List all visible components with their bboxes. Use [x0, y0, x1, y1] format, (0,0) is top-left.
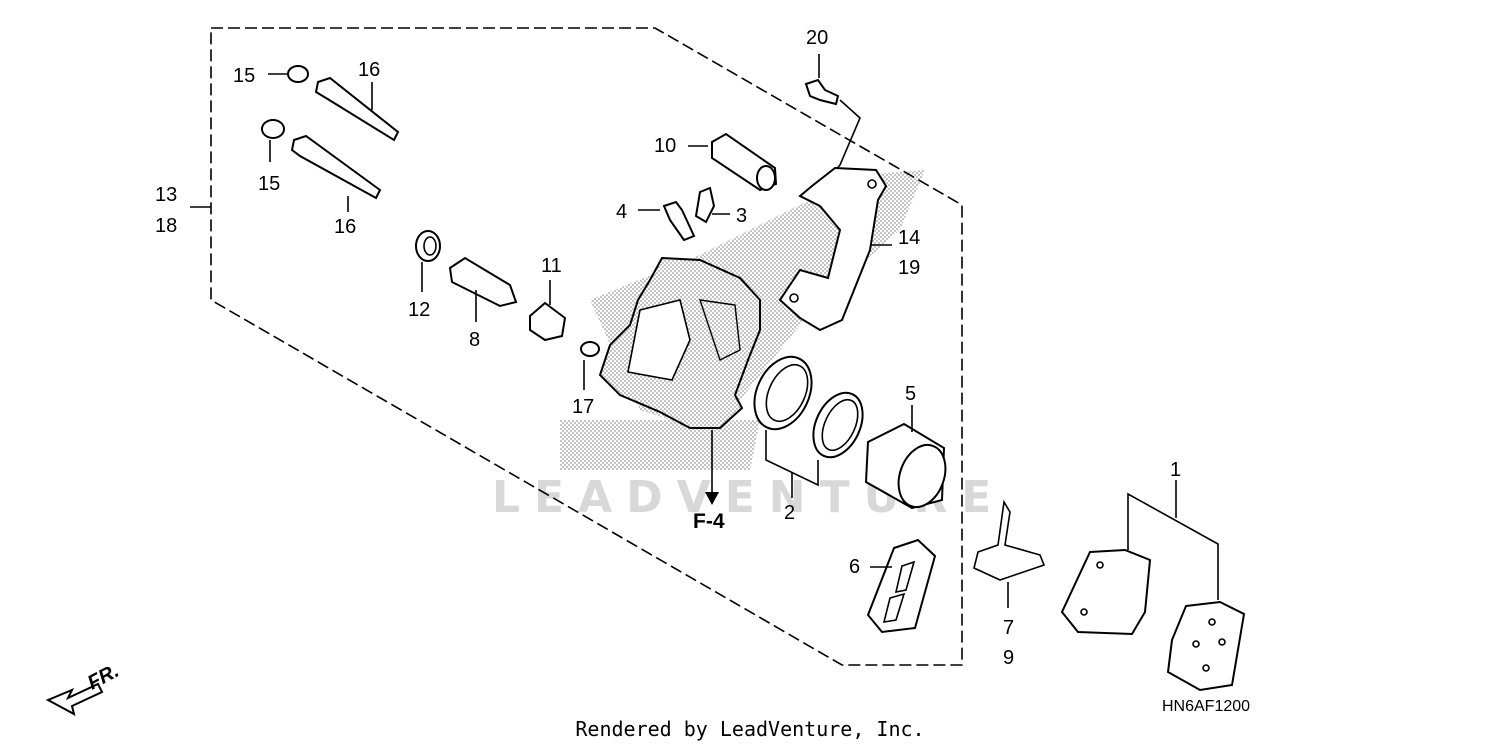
part-11-boot: [529, 280, 567, 342]
drawing-code: HN6AF1200: [1162, 698, 1250, 715]
callout-15-bottom: 15: [258, 173, 280, 195]
part-2-piston-seal-outer: [753, 355, 813, 431]
callout-17: 17: [572, 396, 594, 418]
part-1-brake-pad-inner: [1060, 548, 1152, 636]
part-15-cap-bottom: [261, 119, 285, 162]
callout-7: 7: [1003, 617, 1014, 639]
assembly-boundary: [210, 27, 963, 666]
callout-16-bottom: 16: [334, 216, 356, 238]
callout-11: 11: [541, 255, 562, 277]
part-15-cap-top: [268, 65, 309, 83]
callout-20: 20: [806, 27, 828, 49]
part-17-washer: [580, 341, 600, 390]
callout-1: 1: [1170, 459, 1181, 481]
callout-6: 6: [849, 556, 860, 578]
credit-line: Rendered by LeadVenture, Inc.: [575, 717, 925, 741]
part-7-pad-spring: [973, 499, 1046, 608]
callout-19: 19: [898, 257, 920, 279]
callout-3: 3: [736, 205, 747, 227]
part-2-piston-seal-inner: [812, 391, 864, 459]
part-16-pin-bottom: [290, 134, 382, 212]
callout-16-top: 16: [358, 59, 380, 81]
part-10-collar: [688, 132, 778, 192]
callout-2: 2: [784, 502, 795, 524]
front-direction-arrow: FR.: [45, 660, 123, 716]
leader-1: [1127, 492, 1219, 600]
callout-9: 9: [1003, 647, 1014, 669]
callout-10: 10: [654, 135, 676, 157]
callout-5: 5: [905, 383, 916, 405]
part-8-slide-pin: [448, 256, 518, 322]
caliper-body: [598, 256, 761, 505]
callout-14: 14: [898, 227, 920, 249]
reference-f4: F-4: [693, 510, 725, 533]
part-5-piston: [864, 405, 947, 510]
part-4-bleeder-cap: [638, 200, 696, 242]
part-16-pin-top: [314, 76, 400, 142]
part-14-caliper-bracket: [778, 166, 892, 332]
callout-4: 4: [616, 201, 627, 223]
callout-15-top: 15: [233, 65, 255, 87]
callout-8: 8: [469, 329, 480, 351]
callout-18: 18: [155, 215, 177, 237]
callout-13: 13: [155, 184, 177, 206]
callout-12: 12: [408, 299, 430, 321]
part-6-pad-shim: [866, 538, 937, 634]
part-12-seal: [415, 230, 441, 292]
part-3-bleeder-screw: [694, 186, 730, 224]
part-1-brake-pad-outer: [1166, 600, 1246, 692]
